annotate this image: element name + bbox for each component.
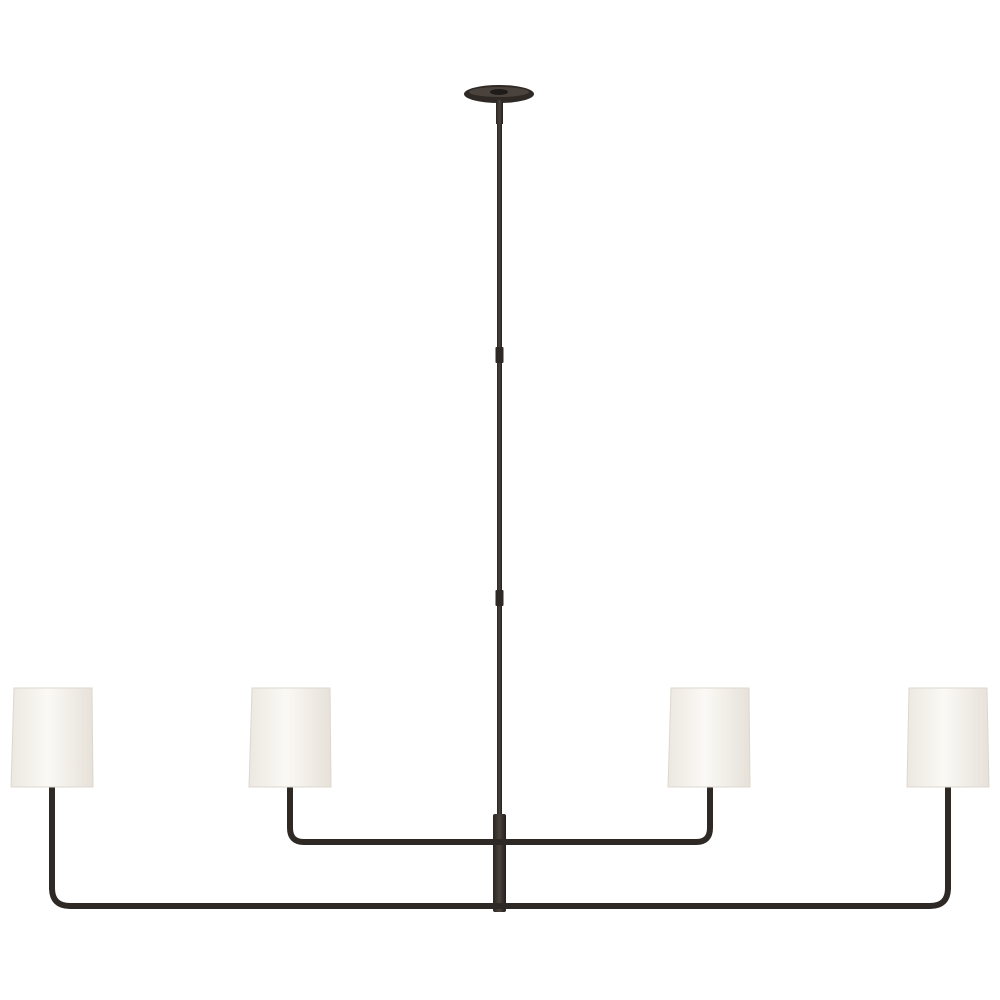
lamp-shade-2 xyxy=(248,687,332,788)
ceiling-canopy xyxy=(464,85,534,103)
lamp-shade-3 xyxy=(667,687,751,788)
downrod xyxy=(495,100,504,824)
inner-arm xyxy=(287,785,713,845)
outer-arm xyxy=(49,785,951,909)
lamp-shade-4 xyxy=(906,687,990,788)
lamp-shade-1 xyxy=(10,687,94,788)
rod-coupler-upper xyxy=(495,347,504,363)
center-hub xyxy=(493,814,506,912)
rod-coupler-lower xyxy=(495,590,504,606)
